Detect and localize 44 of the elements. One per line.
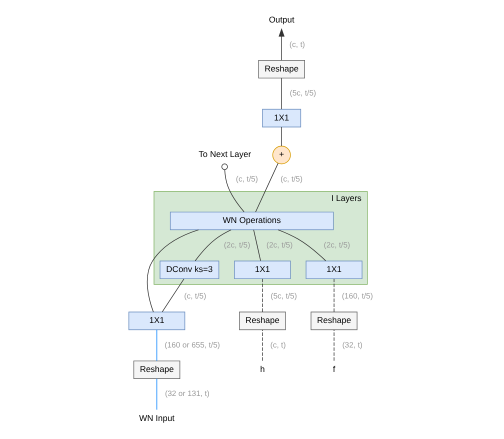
edge-label: (c, t) [270, 340, 286, 350]
edge-label: (160, t/5) [342, 291, 373, 300]
edge-label: (160 or 655, t/5) [164, 340, 220, 350]
node-text: f [332, 364, 336, 374]
node-box: Reshape [133, 360, 180, 379]
node-circle: + [272, 146, 291, 164]
connector [262, 329, 263, 362]
node-box: 1X1 [306, 260, 362, 280]
edge-label: (2c, t/5) [224, 240, 250, 250]
connector [281, 78, 282, 110]
edge-label: (5c, t/5) [290, 88, 316, 98]
connector [156, 378, 158, 410]
edge-label: (32, t) [342, 340, 363, 350]
node-text: Output [268, 14, 294, 25]
edge-label: (c, t/5) [236, 174, 258, 184]
edge-label: (c, t/5) [184, 291, 206, 300]
node-box: 1X1 [262, 108, 302, 128]
edge-label: (c, t) [289, 40, 305, 49]
connector [146, 229, 199, 312]
node-box: 1X1 [234, 260, 291, 280]
node-box: Reshape [239, 312, 286, 330]
node-box: 1X1 [128, 312, 186, 330]
node-box: DConv ks=3 [160, 260, 220, 280]
node-text: WN Input [139, 412, 175, 423]
node-box: WN Operations [170, 212, 334, 230]
node-text: To Next Layer [198, 149, 252, 160]
connector [221, 164, 244, 212]
node-text: h [260, 364, 265, 374]
connector [253, 229, 261, 262]
edge-label: (c, t/5) [280, 174, 303, 184]
connector [278, 229, 326, 262]
arrow [278, 28, 285, 61]
connector [281, 126, 282, 146]
node-box: Reshape [258, 60, 305, 78]
edge-label: (5c, t/5) [270, 291, 297, 300]
connector [262, 278, 263, 312]
node-box: Reshape [310, 312, 358, 330]
connector [162, 278, 184, 312]
connector [194, 229, 232, 262]
edge-label: (2c, t/5) [266, 240, 293, 250]
connector [156, 329, 158, 362]
edge-label: (32 or 131, t) [164, 389, 210, 398]
connector [255, 162, 278, 212]
edge-label: (2c, t/5) [324, 240, 350, 250]
